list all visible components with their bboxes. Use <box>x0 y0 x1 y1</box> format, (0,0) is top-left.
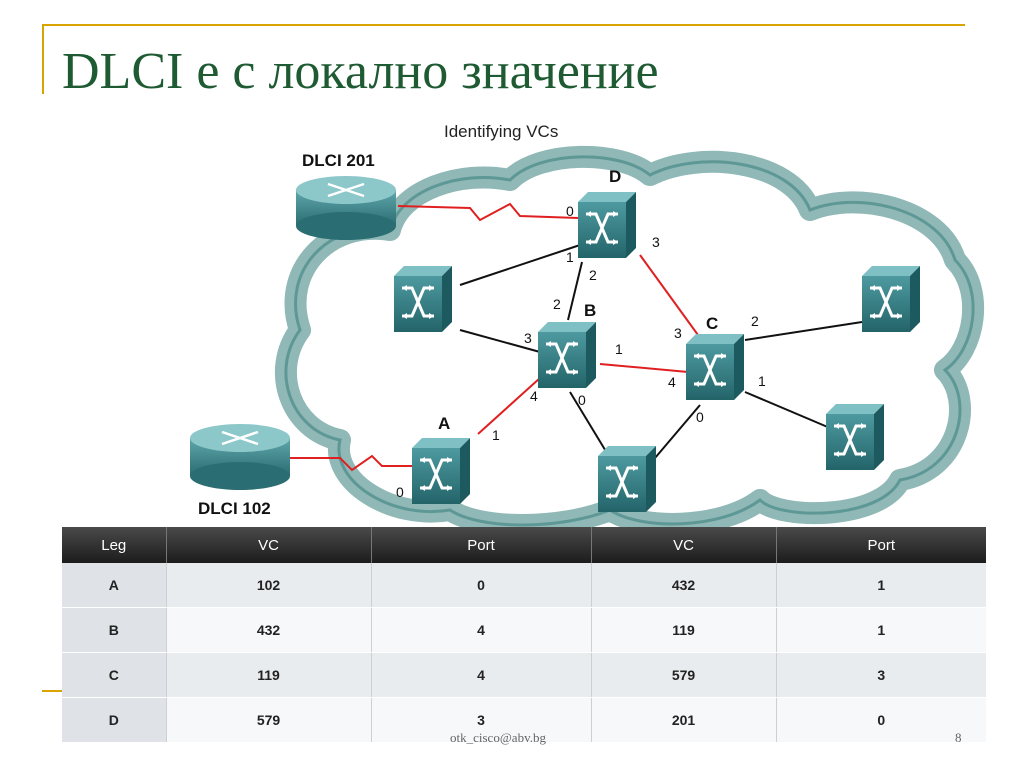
header-leg: Leg <box>62 527 167 563</box>
cell-port-out: 3 <box>776 652 986 698</box>
cell-leg: B <box>62 607 167 653</box>
switch-right-top <box>860 264 922 334</box>
port-c0: 0 <box>696 409 704 425</box>
cell-port-in: 0 <box>371 563 592 608</box>
switch-d <box>576 190 638 260</box>
switch-b <box>536 320 598 390</box>
port-b1: 1 <box>615 341 623 357</box>
cell-vc-in: 432 <box>166 607 372 653</box>
page-number: 8 <box>955 730 962 745</box>
switch-right-bottom <box>824 402 886 472</box>
vc-path <box>288 202 699 472</box>
switch-a-label: A <box>438 414 450 433</box>
header-vc-1: VC <box>166 527 372 563</box>
cell-vc-in: 579 <box>166 697 372 743</box>
frame-left-line <box>42 24 44 94</box>
port-c1: 1 <box>758 373 766 389</box>
cell-leg: A <box>62 563 167 608</box>
frame-relay-diagram: Identifying VCs DLCI 201 DLCI 102 D B C … <box>190 122 985 530</box>
cell-leg: D <box>62 697 167 743</box>
frame-top-line <box>42 24 965 26</box>
port-d1: 1 <box>566 249 574 265</box>
table-header-row: Leg VC Port VC Port <box>62 527 986 563</box>
port-d3: 3 <box>652 234 660 250</box>
cell-vc-out: 432 <box>591 563 777 608</box>
router-dlci-102 <box>190 424 290 490</box>
port-c2: 2 <box>751 313 759 329</box>
cell-vc-out: 579 <box>591 652 777 698</box>
table-row: D 579 3 201 0 <box>62 697 986 743</box>
cell-vc-in: 102 <box>166 563 372 608</box>
port-labels: 0 1 2 3 2 3 1 4 0 3 2 4 1 0 1 0 <box>396 203 766 500</box>
footer-email: otk_cisco@abv.bg <box>450 730 546 745</box>
frame-bottom-line <box>42 690 72 692</box>
trunk-links <box>459 244 863 459</box>
header-port-1: Port <box>371 527 592 563</box>
switch-b-label: B <box>584 301 596 320</box>
cell-port-in: 4 <box>371 607 592 653</box>
switch-d-label: D <box>609 167 621 186</box>
port-c3: 3 <box>674 325 682 341</box>
port-a0: 0 <box>396 484 404 500</box>
header-port-2: Port <box>776 527 986 563</box>
router-bottom-label: DLCI 102 <box>198 499 271 518</box>
port-b0: 0 <box>578 392 586 408</box>
switch-bottom <box>596 444 658 514</box>
slide-title: DLCI е с локално значение <box>62 43 659 100</box>
port-a1: 1 <box>492 427 500 443</box>
cell-leg: C <box>62 652 167 698</box>
table-row: A 102 0 432 1 <box>62 563 986 608</box>
cell-vc-out: 201 <box>591 697 777 743</box>
table-row: C 119 4 579 3 <box>62 652 986 698</box>
cell-vc-in: 119 <box>166 652 372 698</box>
port-c4: 4 <box>668 374 676 390</box>
switch-c-label: C <box>706 314 718 333</box>
vc-table: Leg VC Port VC Port A 102 0 432 1 B 432 … <box>62 527 986 743</box>
diagram-title: Identifying VCs <box>444 122 558 141</box>
port-d2: 2 <box>589 267 597 283</box>
cell-port-out: 1 <box>776 563 986 608</box>
port-b4: 4 <box>530 388 538 404</box>
port-d0: 0 <box>566 203 574 219</box>
port-b3: 3 <box>524 330 532 346</box>
table-row: B 432 4 119 1 <box>62 607 986 653</box>
router-top-label: DLCI 201 <box>302 151 375 170</box>
port-b2: 2 <box>553 296 561 312</box>
cell-port-in: 4 <box>371 652 592 698</box>
switch-left <box>392 264 454 334</box>
switch-c <box>684 332 746 402</box>
cell-port-out: 0 <box>776 697 986 743</box>
router-dlci-201 <box>296 176 396 240</box>
header-vc-2: VC <box>591 527 777 563</box>
cell-port-in: 3 <box>371 697 592 743</box>
cell-vc-out: 119 <box>591 607 777 653</box>
switch-a <box>410 436 472 506</box>
cell-port-out: 1 <box>776 607 986 653</box>
